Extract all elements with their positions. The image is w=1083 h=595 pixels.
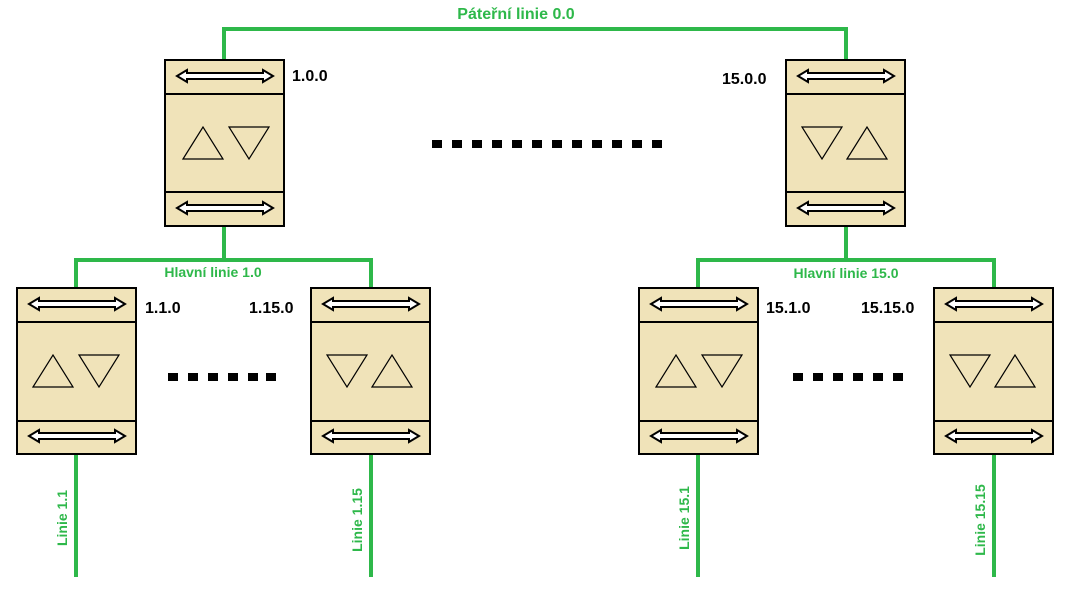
coupler-line-1-15[interactable] — [310, 287, 431, 455]
coupler-area-15[interactable] — [785, 59, 906, 227]
coupler-area-1[interactable] — [164, 59, 285, 227]
coupler-line-15-15[interactable] — [933, 287, 1054, 455]
coupler-address-15-1-0: 15.1.0 — [766, 300, 811, 317]
coupler-address-1-0-0: 1.0.0 — [292, 68, 328, 85]
main-line-left-label: Hlavní linie 1.0 — [164, 264, 261, 280]
coupler-address-1-15-0: 1.15.0 — [249, 300, 294, 317]
coupler-address-15-15-0: 15.15.0 — [861, 300, 914, 317]
main-line-right — [696, 225, 996, 287]
line-1-1-label: Linie 1.1 — [54, 490, 70, 546]
coupler-line-15-1[interactable] — [638, 287, 759, 455]
bus-lines — [74, 27, 996, 577]
coupler-address-15-0-0: 15.0.0 — [722, 71, 767, 88]
line-15-15-label: Linie 15.15 — [972, 484, 988, 556]
main-line-right-label: Hlavní linie 15.0 — [793, 265, 898, 281]
backbone-line — [222, 27, 848, 60]
ellipsis-areas — [432, 140, 662, 148]
ellipsis-lines-right — [793, 373, 903, 381]
coupler-address-1-1-0: 1.1.0 — [145, 300, 181, 317]
coupler-line-1-1[interactable] — [16, 287, 137, 455]
ellipsis-lines-left — [168, 373, 276, 381]
line-15-1-label: Linie 15.1 — [676, 486, 692, 550]
backbone-label: Páteřní linie 0.0 — [457, 6, 574, 23]
main-line-left — [74, 225, 373, 287]
line-1-15-label: Linie 1.15 — [349, 488, 365, 552]
